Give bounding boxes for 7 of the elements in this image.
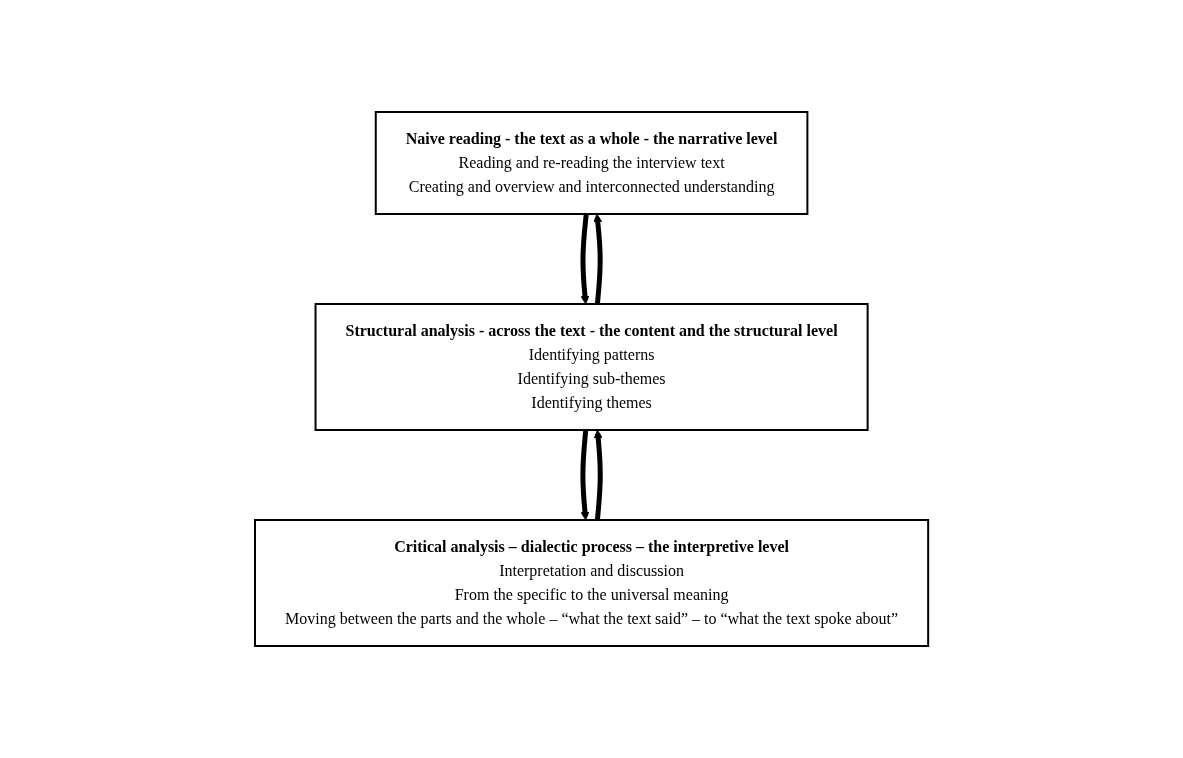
arrow xyxy=(593,213,603,305)
arrow xyxy=(580,429,590,521)
node-box: Critical analysis – dialectic process – the interpretive level Interpretation and discussion From the specific to the universal meaning Moving between the parts and the whole – “what the text said” – to “what the text spoke about” xyxy=(253,519,930,647)
arrow xyxy=(593,429,603,521)
node-box: Naive reading - the text as a whole - the narrative level Reading and re-reading the interview text Creating and overview and interconnected understanding xyxy=(374,111,809,215)
node-box: Structural analysis - across the text - the content and the structural level Identifying patterns Identifying sub-themes Identifying themes xyxy=(314,303,869,431)
arrow xyxy=(580,213,590,305)
